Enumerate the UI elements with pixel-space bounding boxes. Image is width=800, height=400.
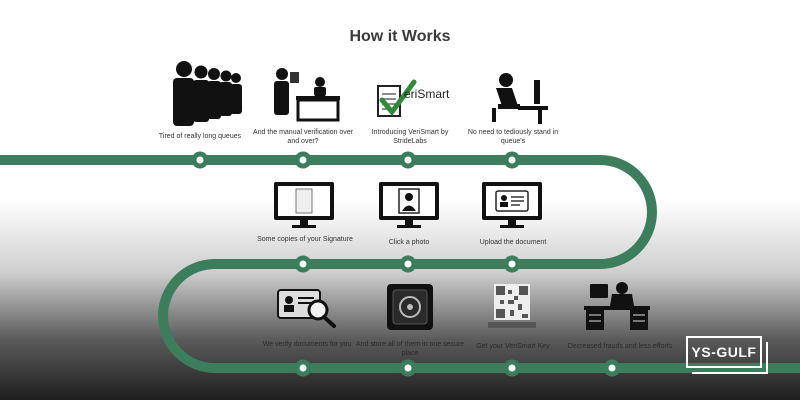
track-node (399, 151, 417, 169)
track-node (191, 151, 209, 169)
step-caption: Upload the document (479, 239, 547, 246)
queue-people-icon (173, 61, 242, 126)
step-caption: Some copies of your Signature (257, 236, 353, 243)
track-node (503, 151, 521, 169)
relaxed-office-icon (584, 282, 650, 330)
track-node (399, 359, 417, 377)
track-node (294, 255, 312, 273)
step-caption: And the manual verification over and ove… (253, 129, 353, 145)
track-node (503, 359, 521, 377)
monitor-signature-icon (274, 182, 334, 228)
person-at-computer-icon (492, 73, 548, 124)
track-node (294, 151, 312, 169)
step-caption: No need to tediously stand in queue's (467, 129, 559, 145)
step-caption: Tired of really long queues (158, 133, 242, 140)
id-card-magnifier-icon (277, 289, 336, 328)
vault-icon (387, 284, 433, 330)
badge-text: YS-GULF (691, 344, 757, 360)
step-caption: Get your VeriSmart Key (476, 343, 550, 350)
monitor-photo-icon (379, 182, 439, 228)
step-caption: Introducing VeriSmart by StrideLabs (371, 129, 449, 145)
verismart-logo-icon: eriSmart (377, 79, 450, 117)
track-node (399, 255, 417, 273)
qr-code-icon (488, 284, 536, 328)
monitor-document-icon (482, 182, 542, 228)
step-caption: Click a photo (388, 239, 430, 246)
manual-verification-desk-icon (274, 68, 340, 122)
track-node (603, 359, 621, 377)
page-title: How it Works (349, 28, 451, 45)
ys-gulf-badge: YS-GULF (686, 336, 770, 376)
step-caption: And store all of them in one secure plac… (355, 341, 465, 357)
track-node (294, 359, 312, 377)
step-caption: Decreased frauds and less efforts (567, 343, 673, 350)
verismart-logo-text: eriSmart (404, 87, 450, 101)
track-node (503, 255, 521, 273)
step-caption: We verify documents for you (262, 341, 352, 348)
